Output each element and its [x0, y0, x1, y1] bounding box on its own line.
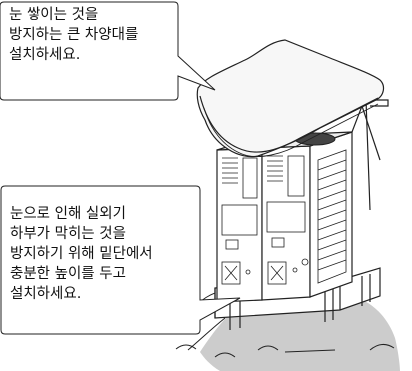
ground-line-2 [214, 352, 236, 358]
callout-bottom-text: 눈으로 인해 실외기 하부가 막히는 것을 방지하기 위해 밑단에서 충분한 높… [10, 204, 153, 304]
canopy-snow-top [196, 39, 385, 158]
callout-bottom-line: 하부가 막히는 것을 [10, 226, 126, 242]
unit-panel-details [221, 148, 309, 300]
outdoor-unit [216, 131, 353, 303]
ground-line-1 [175, 344, 197, 350]
front-vent-grilles [222, 155, 305, 199]
canopy-support-bracket [351, 99, 389, 211]
snow-mound-outline [187, 317, 226, 351]
callout-bottom-line: 설치하세요. [10, 286, 82, 302]
callout-top-line: 눈 쌓이는 것을 [9, 7, 99, 23]
callout-top-text: 눈 쌓이는 것을 방지하는 큰 차양대를 설치하세요. [9, 5, 138, 65]
canopy-thickness [203, 103, 379, 157]
callout-top-bubble [0, 1, 216, 101]
ground-line-5 [369, 344, 395, 351]
callout-bottom-line: 방지하기 위해 밑단에서 [10, 246, 153, 262]
callout-bottom-line: 눈으로 인해 실외기 [10, 206, 126, 222]
callout-top-line: 설치하세요. [9, 47, 81, 63]
snow-canopy [196, 39, 385, 158]
side-louvers [317, 149, 347, 284]
callout-bottom-bubble [0, 185, 241, 335]
unit-front-left-panel [216, 147, 263, 303]
callout-bottom-line: 충분한 높이를 두고 [10, 266, 126, 282]
ground-line-4 [284, 349, 336, 353]
callout-top-line: 방지하는 큰 차양대를 [9, 27, 139, 43]
ground-line-3 [257, 345, 279, 351]
